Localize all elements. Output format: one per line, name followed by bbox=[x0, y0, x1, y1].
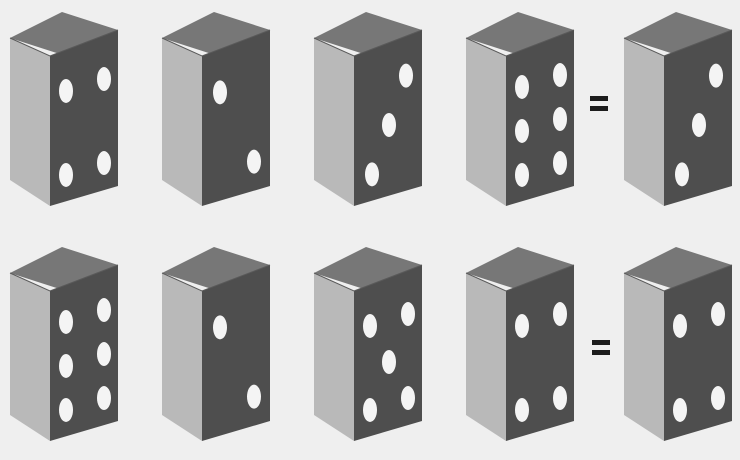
die-pip bbox=[97, 386, 111, 410]
die-pip bbox=[711, 386, 725, 410]
die-pip bbox=[553, 386, 567, 410]
die-side-face bbox=[10, 38, 50, 206]
die-4 bbox=[462, 8, 587, 208]
die-pip bbox=[399, 64, 413, 88]
die-side-face bbox=[624, 273, 664, 441]
die-pip bbox=[709, 64, 723, 88]
die-graphic bbox=[620, 243, 740, 443]
equals-bar bbox=[592, 340, 610, 345]
die-pip bbox=[711, 302, 725, 326]
die-side-face bbox=[314, 38, 354, 206]
die-graphic bbox=[158, 243, 283, 443]
die-pip bbox=[515, 398, 529, 422]
die-graphic bbox=[310, 8, 435, 208]
die-pip bbox=[97, 298, 111, 322]
die-pip bbox=[213, 80, 227, 104]
die-pip bbox=[675, 162, 689, 186]
equals-sign bbox=[588, 92, 612, 116]
die-pip bbox=[363, 398, 377, 422]
die-front-face bbox=[202, 265, 270, 441]
die-pip bbox=[553, 151, 567, 175]
die-pip bbox=[247, 385, 261, 409]
die-pip bbox=[553, 63, 567, 87]
equals-bar bbox=[590, 106, 608, 111]
die-side-face bbox=[162, 273, 202, 441]
die-graphic bbox=[6, 8, 131, 208]
die-front-face bbox=[202, 30, 270, 206]
die-pip bbox=[97, 342, 111, 366]
equals-sign bbox=[590, 336, 614, 360]
die-pip bbox=[363, 314, 377, 338]
die-pip bbox=[382, 113, 396, 137]
result-die bbox=[620, 243, 740, 443]
die-side-face bbox=[466, 273, 506, 441]
die-pip bbox=[401, 302, 415, 326]
die-3 bbox=[310, 8, 435, 208]
die-graphic bbox=[462, 243, 587, 443]
die-1 bbox=[6, 8, 131, 208]
die-pip bbox=[673, 314, 687, 338]
die-graphic bbox=[158, 8, 283, 208]
die-side-face bbox=[624, 38, 664, 206]
die-1 bbox=[6, 243, 131, 443]
equals-bar bbox=[592, 350, 610, 355]
die-pip bbox=[213, 315, 227, 339]
die-pip bbox=[247, 150, 261, 174]
die-3 bbox=[310, 243, 435, 443]
result-die bbox=[620, 8, 740, 208]
die-pip bbox=[59, 79, 73, 103]
die-pip bbox=[382, 350, 396, 374]
die-pip bbox=[401, 386, 415, 410]
die-pip bbox=[553, 107, 567, 131]
die-pip bbox=[515, 119, 529, 143]
die-graphic bbox=[462, 8, 587, 208]
die-pip bbox=[59, 398, 73, 422]
die-pip bbox=[673, 398, 687, 422]
die-pip bbox=[515, 314, 529, 338]
die-pip bbox=[97, 67, 111, 91]
die-pip bbox=[97, 151, 111, 175]
die-graphic bbox=[620, 8, 740, 208]
die-graphic bbox=[310, 243, 435, 443]
die-pip bbox=[692, 113, 706, 137]
die-side-face bbox=[466, 38, 506, 206]
equals-bar bbox=[590, 96, 608, 101]
die-side-face bbox=[10, 273, 50, 441]
die-side-face bbox=[162, 38, 202, 206]
die-pip bbox=[59, 310, 73, 334]
die-side-face bbox=[314, 273, 354, 441]
die-pip bbox=[515, 75, 529, 99]
die-pip bbox=[59, 163, 73, 187]
die-2 bbox=[158, 243, 283, 443]
die-pip bbox=[365, 162, 379, 186]
die-4 bbox=[462, 243, 587, 443]
die-pip bbox=[553, 302, 567, 326]
die-pip bbox=[59, 354, 73, 378]
die-graphic bbox=[6, 243, 131, 443]
die-2 bbox=[158, 8, 283, 208]
die-pip bbox=[515, 163, 529, 187]
